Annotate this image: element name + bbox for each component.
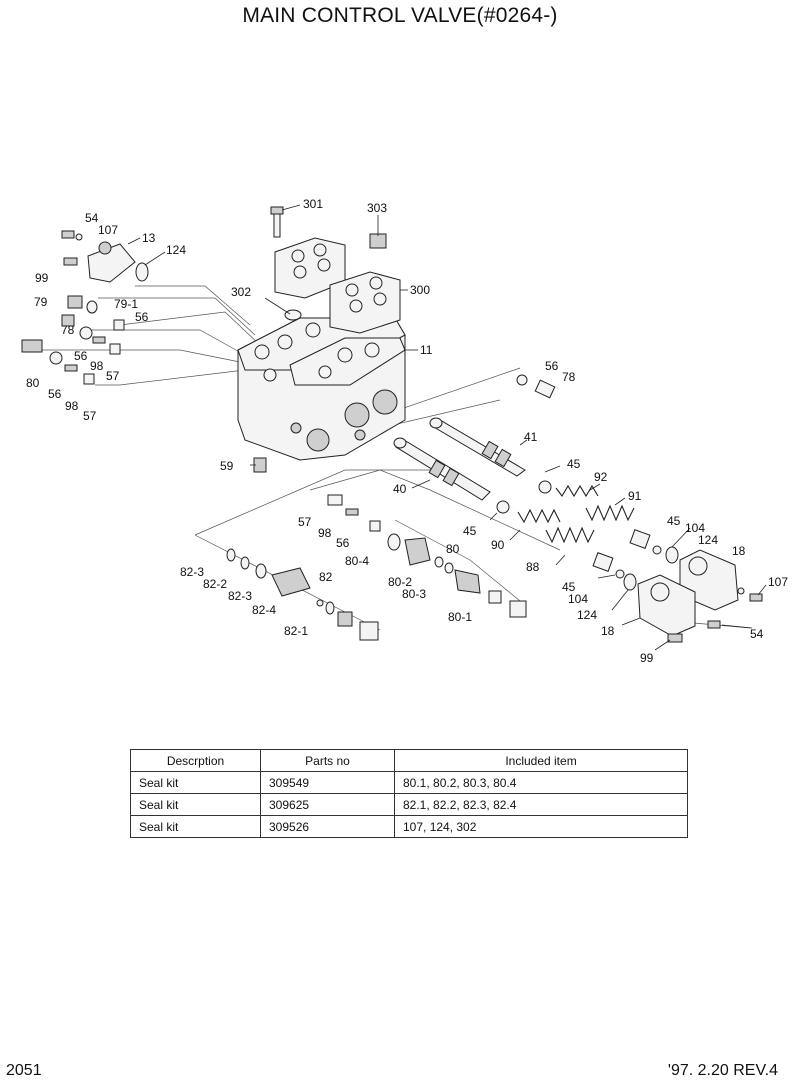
callout: 11: [420, 343, 433, 357]
callout: 88: [526, 560, 540, 574]
callout: 54: [750, 627, 764, 641]
end-caps: [637, 549, 763, 643]
callout: 78: [61, 323, 75, 337]
callout: 82: [319, 570, 333, 584]
callout: 82-3: [180, 565, 204, 579]
callout: 99: [640, 651, 654, 665]
leader-lines: [127, 204, 767, 651]
springs: [496, 480, 679, 591]
callout: 57: [106, 369, 120, 383]
callout: 45: [562, 580, 576, 594]
callout: 45: [567, 457, 581, 471]
callout: 56: [48, 387, 62, 401]
callout: 82-1: [284, 624, 308, 638]
callout: 82-3: [228, 589, 252, 603]
callout: 45: [463, 524, 477, 538]
cell-parts-no: 309526: [260, 815, 395, 838]
callout: 107: [98, 223, 118, 237]
callout: 80-2: [388, 575, 412, 589]
callout: 303: [367, 201, 387, 215]
callout: 18: [732, 544, 746, 558]
callout: 45: [667, 514, 681, 528]
header-description: Descrption: [130, 749, 261, 772]
callout: 104: [685, 521, 705, 535]
callout: 79-1: [114, 297, 138, 311]
callout: 124: [698, 533, 718, 547]
callout: 80-4: [345, 554, 369, 568]
cell-included: 80.1, 80.2, 80.3, 80.4: [394, 771, 688, 794]
table-row: Seal kit 309625 82.1, 82.2, 82.3, 82.4: [130, 793, 688, 816]
callout: 104: [568, 592, 588, 606]
page-title: MAIN CONTROL VALVE(#0264-): [242, 4, 558, 27]
cell-description: Seal kit: [130, 771, 261, 794]
callout: 54: [85, 211, 99, 225]
callout: 98: [318, 526, 332, 540]
callout: 80-3: [402, 587, 426, 601]
callout: 56: [74, 349, 88, 363]
callout: 57: [83, 409, 97, 423]
callout: 82-4: [252, 603, 276, 617]
table-row: Seal kit 309549 80.1, 80.2, 80.3, 80.4: [130, 771, 688, 794]
spools: [393, 374, 556, 501]
callout: 302: [231, 285, 251, 299]
callout: 40: [393, 482, 407, 496]
callout: 80: [26, 376, 40, 390]
callout: 56: [336, 536, 350, 550]
callout: 80: [446, 542, 460, 556]
cell-description: Seal kit: [130, 815, 261, 838]
callout: 301: [303, 197, 323, 211]
valve-body: [237, 317, 406, 461]
callout: 124: [577, 608, 597, 622]
header-included-item: Included item: [394, 749, 688, 772]
header-parts-no: Parts no: [260, 749, 395, 772]
seal-kit-table: Descrption Parts no Included item Seal k…: [130, 749, 688, 838]
callout: 59: [220, 459, 234, 473]
callout: 41: [524, 430, 538, 444]
callout-labels: 301 303 54 107 13 124 99 302 300 79 79-1…: [26, 197, 788, 665]
left-cover-parts: [21, 230, 267, 473]
callout: 300: [410, 283, 430, 297]
callout: 124: [166, 243, 186, 257]
callout: 98: [65, 399, 79, 413]
callout: 99: [35, 271, 49, 285]
cover-blocks: [270, 206, 401, 334]
callout: 18: [601, 624, 615, 638]
callout: 78: [562, 370, 576, 384]
callout: 91: [628, 489, 642, 503]
callout: 56: [545, 359, 559, 373]
callout: 107: [768, 575, 788, 589]
cell-included: 82.1, 82.2, 82.3, 82.4: [394, 793, 688, 816]
table-header-row: Descrption Parts no Included item: [130, 749, 688, 772]
cell-description: Seal kit: [130, 793, 261, 816]
callout: 90: [491, 538, 505, 552]
callout: 56: [135, 310, 149, 324]
callout: 80-1: [448, 610, 472, 624]
cell-parts-no: 309625: [260, 793, 395, 816]
callout: 92: [594, 470, 608, 484]
cell-parts-no: 309549: [260, 771, 395, 794]
callout: 98: [90, 359, 104, 373]
revision-label: '97. 2.20 REV.4: [667, 1062, 778, 1079]
callout: 82-2: [203, 577, 227, 591]
cell-included: 107, 124, 302: [394, 815, 688, 838]
callout: 13: [142, 231, 156, 245]
callout: 79: [34, 295, 48, 309]
page-number: 2051: [6, 1062, 42, 1079]
callout: 57: [298, 515, 312, 529]
relief-parts: [226, 494, 527, 641]
table-row: Seal kit 309526 107, 124, 302: [130, 815, 688, 838]
